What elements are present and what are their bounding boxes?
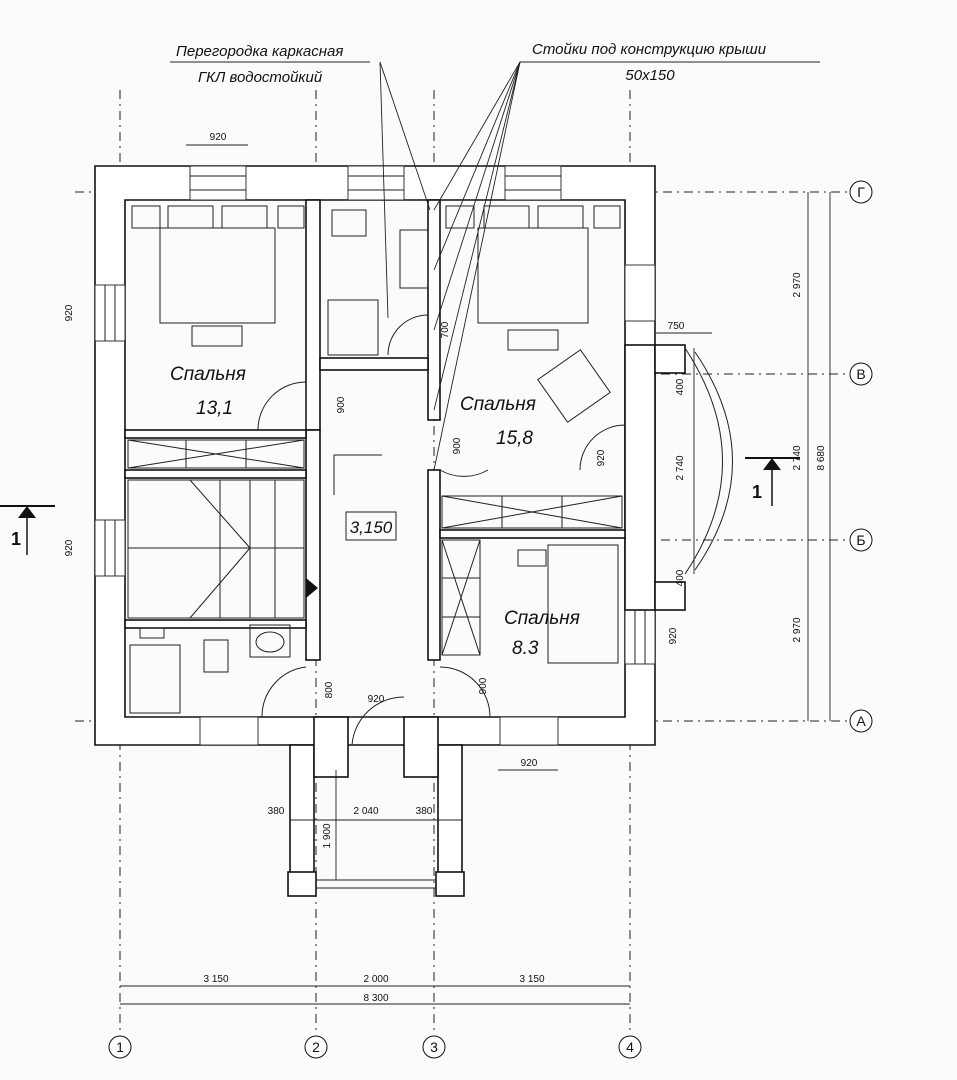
dim-left-lower: 920 [64, 539, 75, 556]
dim-chain-2: 2 000 [363, 974, 388, 985]
dim-door-lower-right: 900 [478, 677, 489, 694]
room-name-2: Спальня [460, 394, 536, 415]
axis-bubbles [108, 180, 873, 1059]
axis-col-4: 4 [626, 1039, 634, 1055]
axis-row-g: Г [857, 184, 865, 200]
dim-door-hall-right: 900 [452, 437, 463, 454]
dim-right-door: 920 [596, 449, 607, 466]
axis-row-b: Б [856, 532, 865, 548]
dim-entrance-door: 920 [368, 694, 385, 705]
section-mark-left: 1 [11, 529, 21, 549]
dim-porch-mid: 2 040 [353, 806, 378, 817]
dim-chain-1: 3 150 [203, 974, 228, 985]
furniture [127, 205, 623, 714]
dim-right-2970-bottom: 2 970 [792, 617, 803, 642]
callout-posts-line2: 50x150 [625, 67, 675, 84]
windows [94, 165, 733, 746]
dim-door-upper-left: 900 [336, 396, 347, 413]
axis-col-2: 2 [312, 1039, 320, 1055]
dimension-lines [120, 144, 831, 1005]
section-mark-right: 1 [752, 482, 762, 502]
dim-bay-400-top: 400 [675, 378, 686, 395]
callout-partition-line2: ГКЛ водостойкий [198, 69, 323, 86]
dim-right-2970-top: 2 970 [792, 272, 803, 297]
room-area-1: 13,1 [196, 398, 233, 419]
dim-bottom-window: 920 [521, 758, 538, 769]
dim-overall: 8 300 [363, 993, 388, 1004]
hall-level: 3,150 [350, 518, 393, 537]
callout-posts-line1: Стойки под конструкцию крыши [532, 41, 767, 58]
dim-left-upper: 920 [64, 304, 75, 321]
axis-row-a: А [856, 713, 866, 729]
hall-level-frame [345, 511, 397, 541]
dim-right-window-low: 920 [668, 627, 679, 644]
dim-porch-left: 380 [268, 806, 285, 817]
dim-right-2740: 2 740 [792, 445, 803, 470]
dim-porch-depth: 1 900 [322, 823, 333, 848]
dim-porch-right: 380 [416, 806, 433, 817]
dim-bay-2740: 2 740 [675, 455, 686, 480]
section-markers [0, 457, 800, 555]
room-name-3: Спальня [504, 608, 580, 629]
axis-col-3: 3 [430, 1039, 438, 1055]
dim-partition-door: 700 [440, 321, 451, 338]
dim-right-overall: 8 680 [816, 445, 827, 470]
dim-door-lower-left: 800 [324, 681, 335, 698]
interior-walls [124, 199, 626, 661]
callout-leaders [170, 61, 820, 471]
room-area-3: 8.3 [512, 638, 539, 659]
room-area-2: 15,8 [496, 428, 533, 449]
dim-bay-width: 750 [668, 321, 685, 332]
axis-row-v: В [856, 366, 865, 382]
axis-col-1: 1 [116, 1039, 124, 1055]
dim-bay-400-bottom: 400 [675, 569, 686, 586]
exterior-walls [94, 165, 656, 897]
dim-chain-3: 3 150 [519, 974, 544, 985]
doors [257, 314, 626, 746]
room-name-1: Спальня [170, 364, 246, 385]
callout-partition-line1: Перегородка каркасная [176, 43, 343, 60]
dim-top-window: 920 [210, 132, 227, 143]
